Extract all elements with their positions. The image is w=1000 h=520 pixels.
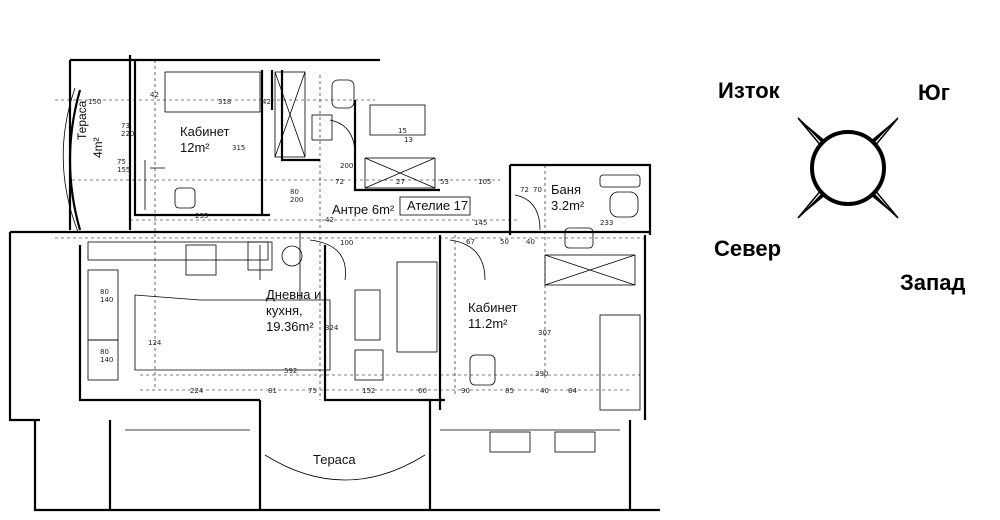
- interior-details: [87, 71, 641, 453]
- room-label-bath: Баня 3.2m²: [551, 182, 584, 214]
- room-name: Тераса: [75, 100, 89, 140]
- dim-label: 70: [533, 186, 542, 194]
- room-name: Ателие 17: [407, 198, 469, 213]
- room-label-atelier: Ателие 17: [407, 198, 468, 214]
- room-area: 12m²: [180, 140, 210, 155]
- dim-label: 40: [540, 387, 549, 395]
- room-area: 11.2m²: [468, 316, 508, 331]
- dim-label: 235: [195, 212, 208, 220]
- room-name-line1: Дневна и: [266, 287, 322, 302]
- dim-label: 80: [290, 188, 299, 196]
- dim-label: 80: [100, 348, 109, 356]
- dim-label: 27: [396, 178, 405, 186]
- dim-label: 155: [117, 166, 130, 174]
- dim-label: 315: [232, 144, 245, 152]
- room-area: 19.36m²: [266, 319, 314, 334]
- dim-label: 53: [440, 178, 449, 186]
- dim-label: 592: [284, 367, 297, 375]
- room-label-hall: Антре 6m²: [332, 202, 394, 218]
- dim-label: 67: [466, 238, 475, 246]
- dim-label: 152: [362, 387, 375, 395]
- dim-label: 100: [340, 239, 353, 247]
- dim-label: 124: [148, 339, 162, 347]
- room-label-terrace-left: Тераса: [74, 101, 90, 140]
- dim-label: 200: [290, 196, 303, 204]
- dim-label: 72: [520, 186, 529, 194]
- dim-label: 72: [335, 178, 344, 186]
- room-label-terrace-left-area: 4m²: [90, 137, 106, 158]
- dim-label: 140: [100, 296, 113, 304]
- dim-label: 220: [121, 130, 134, 138]
- dim-label: 390: [535, 370, 548, 378]
- dim-label: 85: [505, 387, 514, 395]
- room-name-line2: кухня,: [266, 303, 303, 318]
- room-label-living: Дневна и кухня, 19.36m²: [266, 287, 321, 335]
- dim-label: 90: [461, 387, 470, 395]
- dim-label: 145: [474, 219, 487, 227]
- room-area: 4m²: [91, 137, 105, 158]
- dim-label: 324: [325, 324, 339, 332]
- dim-label: 140: [100, 356, 113, 364]
- dim-label: 200: [340, 162, 353, 170]
- dim-label: 15: [398, 127, 407, 135]
- room-label-terrace-bottom: Тераса: [313, 452, 356, 468]
- dim-label: 318: [218, 98, 231, 106]
- dim-label: 42: [262, 98, 271, 106]
- compass-north-label: Север: [714, 236, 782, 261]
- dim-label: 233: [600, 219, 613, 227]
- dim-label: 75: [308, 387, 317, 395]
- dim-label: 150: [88, 98, 101, 106]
- dim-label: 13: [404, 136, 413, 144]
- dim-label: 307: [538, 329, 551, 337]
- dim-label: 60: [418, 387, 427, 395]
- room-label-cabinet-top: Кабинет 12m²: [180, 124, 229, 156]
- dim-label: 42: [150, 91, 159, 99]
- room-name: Кабинет: [468, 300, 518, 315]
- dim-label: 105: [478, 178, 491, 186]
- dim-label: 42: [325, 216, 334, 224]
- exterior-walls: [8, 55, 660, 512]
- dim-label: 80: [100, 288, 109, 296]
- dimension-labels: 150 42 318 42 73 220 75 155 315 80 200 7…: [88, 91, 613, 395]
- compass-rose: [797, 117, 899, 219]
- room-name: Тераса: [313, 452, 356, 467]
- dim-label: 40: [526, 238, 535, 246]
- dim-label: 75: [117, 158, 126, 166]
- room-label-cabinet-right: Кабинет 11.2m²: [468, 300, 517, 332]
- dim-label: 73: [121, 122, 130, 130]
- dim-label: 50: [500, 238, 509, 246]
- room-name: Баня: [551, 182, 581, 197]
- compass-west-label: Запад: [900, 270, 966, 295]
- dim-label: 84: [568, 387, 577, 395]
- room-area: 3.2m²: [551, 198, 585, 213]
- dim-label: 81: [268, 387, 277, 395]
- dimension-lines: [55, 60, 645, 400]
- dim-label: 224: [190, 387, 204, 395]
- room-name: Кабинет: [180, 124, 230, 139]
- compass-south-label: Юг: [918, 80, 950, 105]
- room-name: Антре 6m²: [332, 202, 395, 217]
- compass-east-label: Изток: [718, 78, 780, 103]
